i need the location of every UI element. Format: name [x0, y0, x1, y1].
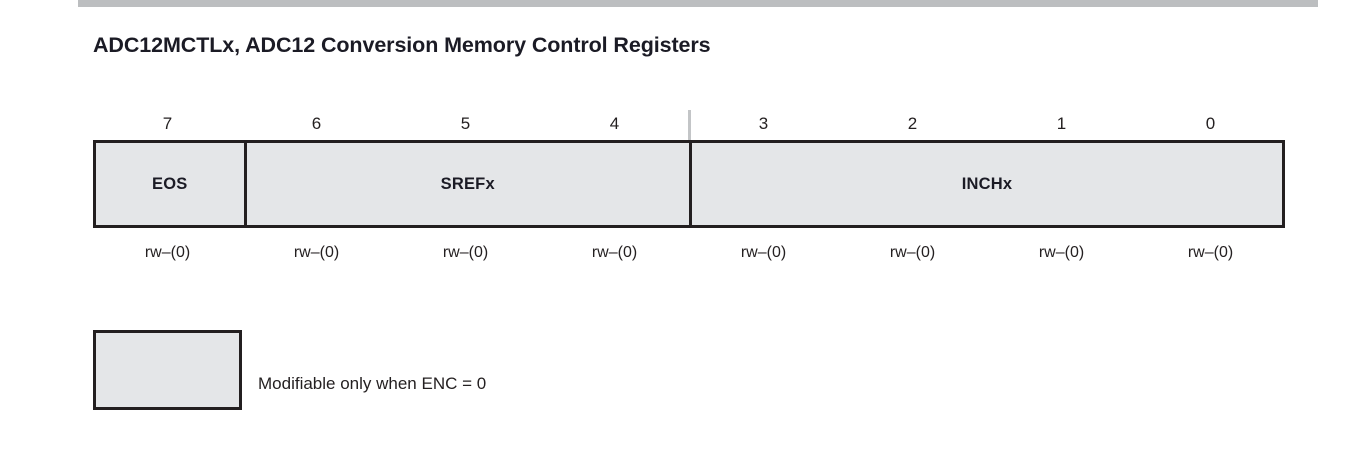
access-bit-5: rw–(0): [442, 244, 489, 261]
bit-number-0: 0: [1205, 114, 1216, 133]
access-bit-2: rw–(0): [889, 244, 936, 261]
byte-boundary-tick: [687, 110, 691, 140]
legend-swatch: [93, 330, 242, 410]
field-srefx: SREFx: [247, 143, 692, 225]
bit-number-4: 4: [609, 114, 620, 133]
access-bit-1: rw–(0): [1038, 244, 1085, 261]
register-diagram: 7 6 5 4 3 2 1 0 EOS SREFx INCHx rw–(0) r…: [93, 108, 1285, 270]
bit-number-6: 6: [311, 114, 322, 133]
bit-field-row: EOS SREFx INCHx: [93, 140, 1285, 228]
legend: Modifiable only when ENC = 0: [93, 330, 486, 410]
access-bit-7: rw–(0): [144, 244, 191, 261]
access-bit-0: rw–(0): [1187, 244, 1234, 261]
access-type-row: rw–(0) rw–(0) rw–(0) rw–(0) rw–(0) rw–(0…: [93, 236, 1285, 270]
bit-number-1: 1: [1056, 114, 1067, 133]
top-rule: [78, 0, 1318, 7]
field-inchx: INCHx: [961, 174, 1013, 193]
page-title: ADC12MCTLx, ADC12 Conversion Memory Cont…: [93, 33, 711, 57]
bit-number-2: 2: [907, 114, 918, 133]
bit-number-5: 5: [460, 114, 471, 133]
bit-number-row: 7 6 5 4 3 2 1 0: [93, 108, 1285, 140]
access-bit-4: rw–(0): [591, 244, 638, 261]
bit-number-7: 7: [162, 114, 173, 133]
access-bit-3: rw–(0): [740, 244, 787, 261]
bit-number-3: 3: [758, 114, 769, 133]
legend-label: Modifiable only when ENC = 0: [258, 374, 487, 393]
access-bit-6: rw–(0): [293, 244, 340, 261]
field-eos: EOS: [96, 143, 247, 225]
